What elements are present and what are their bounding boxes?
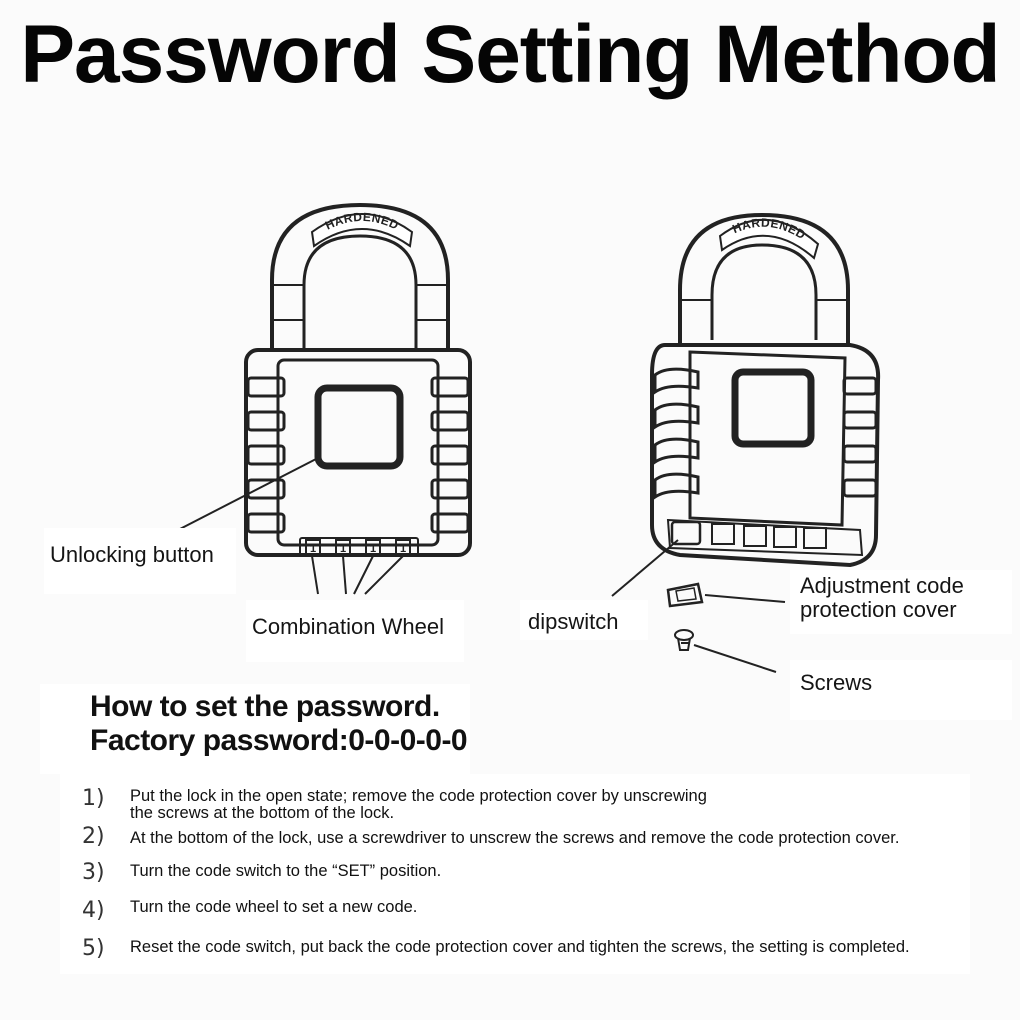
- front-right-grip: [430, 376, 470, 534]
- front-wheel-digits: 1 1 1 1: [310, 543, 406, 555]
- front-left-grip: [246, 376, 286, 534]
- combination-wheel-label: Combination Wheel: [252, 614, 444, 639]
- screws-label: Screws: [800, 670, 873, 695]
- dipswitch-label: dipswitch: [528, 609, 619, 634]
- side-leader-lines: [611, 539, 786, 673]
- unlocking-button-label: Unlocking button: [50, 542, 214, 567]
- side-padlock: [650, 212, 881, 568]
- wheel-digit: 1: [400, 543, 406, 555]
- label-box: [520, 600, 648, 640]
- front-shackle: [270, 202, 450, 350]
- step-text: Turn the code switch to the “SET” positi…: [130, 862, 442, 880]
- step-number: 5): [82, 936, 105, 961]
- step-number: 2): [82, 824, 105, 849]
- label-box: [246, 600, 464, 662]
- protection-cover-part: [666, 582, 704, 608]
- wheel-digit: 1: [310, 543, 316, 555]
- front-unlock-button: [314, 384, 404, 470]
- side-left-grip: [653, 367, 700, 500]
- step-number: 4): [82, 898, 105, 923]
- step-text: Put the lock in the open state; remove t…: [130, 787, 707, 822]
- step-text: Turn the code wheel to set a new code.: [130, 898, 418, 916]
- side-lock-body: [650, 343, 881, 568]
- wheel-digit: 1: [340, 543, 346, 555]
- step-number: 1): [82, 786, 105, 811]
- label-box: [790, 570, 1012, 634]
- screw-part: [674, 629, 694, 651]
- label-box: [44, 528, 236, 594]
- front-leader-lines: [177, 457, 404, 595]
- side-hardened-plate: HARDENED: [718, 216, 820, 260]
- side-combination-wheels: [666, 518, 864, 557]
- side-shackle: [678, 212, 850, 345]
- factory-password: Factory password:0-0-0-0-0: [90, 724, 468, 757]
- wheel-digit: 1: [370, 543, 376, 555]
- side-unlock-button: [731, 368, 815, 448]
- page-title: Password Setting Method: [20, 9, 1000, 100]
- step-number: 3): [82, 860, 105, 885]
- front-hardened-plate: HARDENED: [310, 210, 414, 248]
- step-text: At the bottom of the lock, use a screwdr…: [130, 829, 900, 847]
- instructions-heading-box: How to set the password. Factory passwor…: [40, 684, 470, 774]
- label-box: [790, 660, 1012, 720]
- front-padlock: [244, 202, 472, 557]
- dipswitch-slot: [670, 520, 702, 546]
- front-lock-body: [244, 348, 472, 557]
- instruction-steps: 1) Put the lock in the open state; remov…: [60, 774, 970, 974]
- step-text: Reset the code switch, put back the code…: [130, 938, 910, 956]
- instructions-heading: How to set the password.: [90, 690, 440, 723]
- side-right-grip: [842, 376, 878, 498]
- front-combination-wheels: [299, 537, 419, 557]
- adjustment-cover-label: Adjustment code protection cover: [800, 573, 964, 622]
